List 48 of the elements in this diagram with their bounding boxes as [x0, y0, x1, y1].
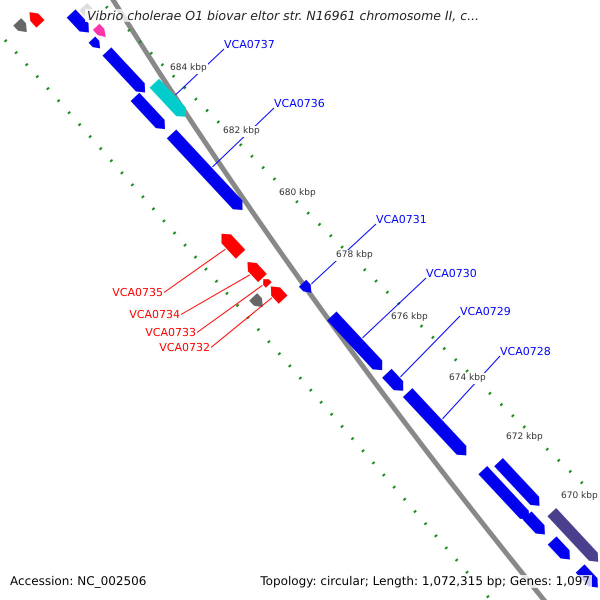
- scale-label: 670 kbp: [560, 491, 599, 502]
- footer-text: Accession: NC_002506: [8, 575, 148, 588]
- gene-label: VCA0731: [376, 213, 427, 226]
- leader-line: [164, 248, 226, 293]
- scale-label: 676 kbp: [390, 312, 429, 323]
- scale-label: 674 kbp: [448, 373, 487, 384]
- gene-bar: [102, 47, 146, 92]
- gene-bar: [248, 262, 267, 282]
- gene-bar: [548, 536, 570, 560]
- scale-label: 684 kbp: [169, 63, 208, 74]
- gene-label: VCA0730: [426, 267, 477, 280]
- leader-line: [400, 316, 460, 378]
- gene-bar: [249, 293, 263, 308]
- gene-bar: [522, 511, 545, 534]
- gene-label: VCA0735: [112, 286, 163, 299]
- gene-label: VCA0734: [129, 308, 180, 321]
- gene-label: VCA0733: [145, 326, 196, 339]
- gene-bar: [150, 78, 186, 117]
- leader-line: [210, 297, 272, 348]
- gene-bar: [547, 508, 598, 562]
- leader-line: [196, 284, 263, 333]
- gene-label: VCA0729: [460, 305, 511, 318]
- leader-line: [180, 274, 250, 315]
- gene-label: VCA0737: [224, 38, 275, 51]
- gene-bar: [88, 36, 100, 48]
- leader-line: [362, 278, 426, 338]
- scale-label: 678 kbp: [335, 250, 374, 261]
- scale-label: 682 kbp: [222, 126, 261, 137]
- gene-label: VCA0732: [159, 341, 210, 354]
- gene-bar: [92, 24, 106, 38]
- gene-bar: [298, 280, 312, 293]
- gene-bar: [327, 312, 382, 370]
- gene-bar: [478, 466, 530, 520]
- gene-bar: [263, 279, 272, 288]
- footer-text: Topology: circular; Length: 1,072,315 bp; Genes: 1,097: [258, 575, 592, 588]
- scale-label: 672 kbp: [505, 432, 544, 443]
- gene-label: VCA0728: [500, 345, 551, 358]
- gene-bar: [222, 234, 246, 259]
- gene-bar: [130, 92, 165, 130]
- gene-bar: [30, 12, 44, 28]
- gene-bar: [13, 18, 27, 32]
- gene-bar: [66, 9, 89, 32]
- gene-bar: [402, 388, 466, 456]
- scale-label: 680 kbp: [278, 188, 317, 199]
- gene-bar: [270, 286, 288, 304]
- gene-label: VCA0736: [274, 97, 325, 110]
- gene-bar: [382, 368, 404, 391]
- gene-bar: [494, 458, 540, 506]
